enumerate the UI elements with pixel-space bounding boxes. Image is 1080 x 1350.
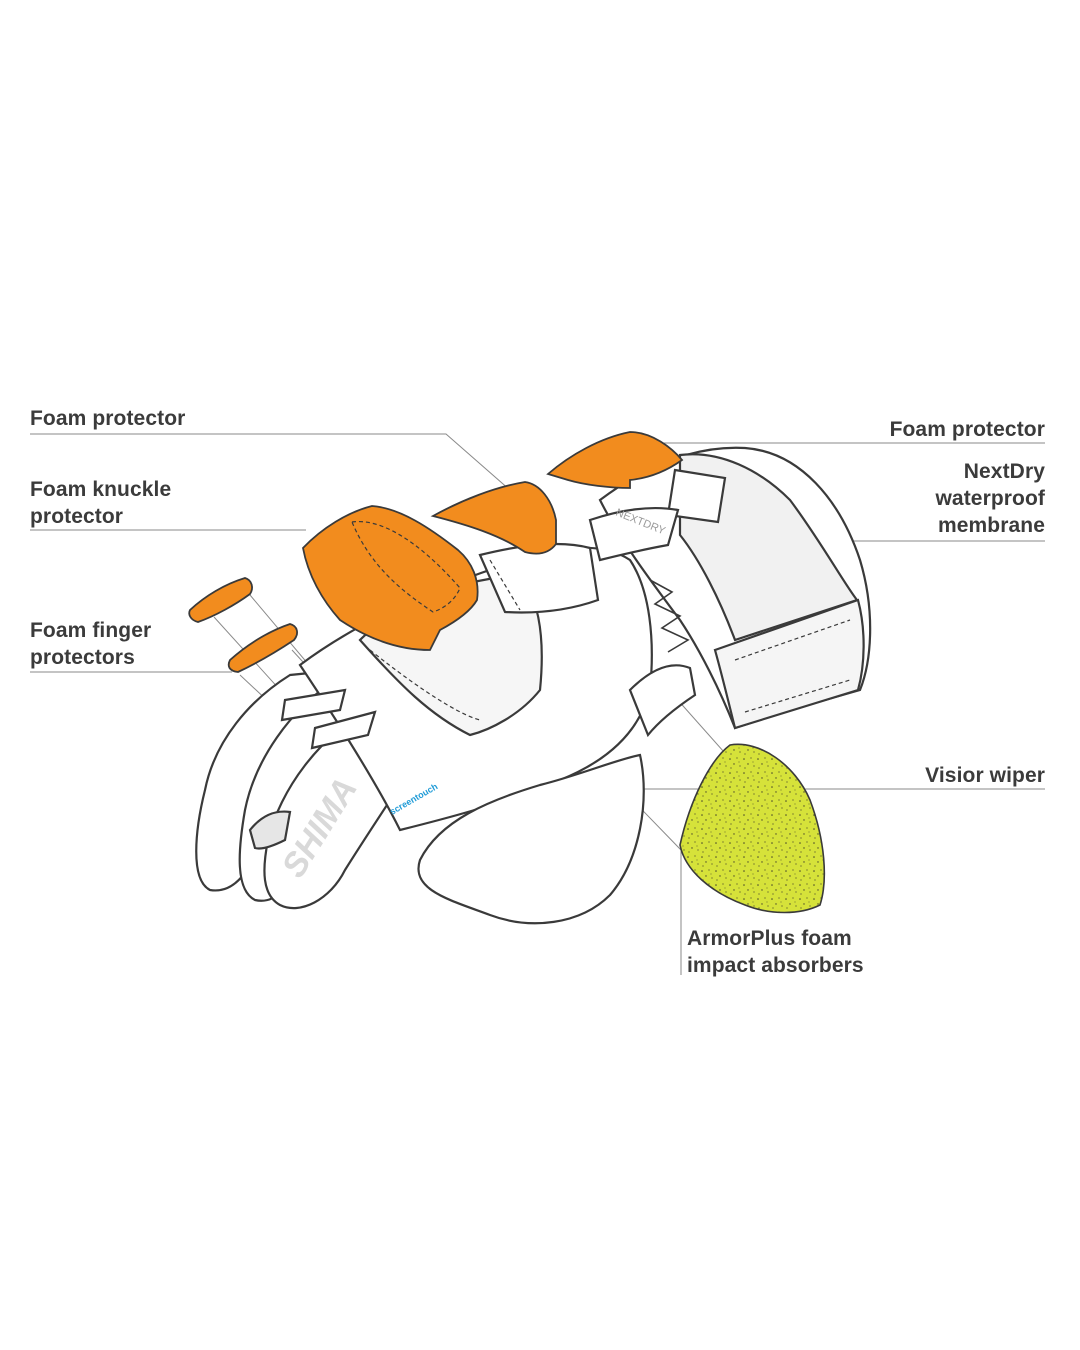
thumb-patch	[248, 810, 292, 850]
armorplus-foam-absorber	[679, 743, 826, 914]
callout-armorplus-foam: ArmorPlus foam impact absorbers	[687, 925, 864, 979]
glove-body	[195, 506, 697, 925]
callout-text: NextDry	[963, 460, 1045, 483]
callout-text: Foam knuckle	[30, 478, 172, 501]
callout-foam-protector-right: Foam protector	[890, 416, 1045, 443]
callout-text: Visior wiper	[925, 764, 1045, 787]
callout-foam-knuckle-protector: Foam knuckle protector	[30, 476, 171, 530]
cuff-panel	[678, 453, 859, 642]
cuff-stitch	[734, 619, 851, 661]
finger-seat	[310, 710, 377, 750]
foam-protector-top-right	[546, 431, 684, 489]
orange-foam-parts	[188, 431, 684, 673]
foam-protector-middle	[430, 481, 557, 555]
callout-text: protectors	[30, 646, 135, 669]
wrist-strap	[628, 664, 697, 738]
callout-foam-protector-left: Foam protector	[30, 405, 185, 432]
callout-visior-wiper: Visior wiper	[925, 762, 1045, 789]
callout-text: impact absorbers	[687, 954, 864, 977]
foam-knuckle-inner	[351, 520, 461, 613]
callout-text: membrane	[937, 514, 1045, 537]
protector-seat	[588, 506, 680, 562]
foam-finger-protector-bottom	[227, 623, 298, 673]
cuff-stitch	[744, 679, 851, 713]
zigzag-stitch	[649, 579, 690, 653]
cuff-tab	[666, 468, 727, 524]
callout-text: ArmorPlus foam	[687, 927, 852, 950]
callout-text: Foam protector	[889, 418, 1045, 441]
stitch-line	[489, 559, 521, 611]
foam-finger-protector-top	[188, 577, 253, 623]
callout-nextdry-membrane: NextDry waterproof membrane	[935, 458, 1045, 539]
finger-seat	[280, 688, 347, 722]
callout-text: waterproof	[935, 487, 1045, 510]
thumb	[417, 753, 645, 925]
callout-text: protector	[30, 505, 124, 528]
callout-text: Foam protector	[30, 407, 186, 430]
callout-text: Foam finger	[30, 619, 152, 642]
callout-foam-finger-protectors: Foam finger protectors	[30, 617, 151, 671]
cuff-band	[713, 598, 865, 730]
foam-knuckle-protector	[302, 505, 479, 651]
